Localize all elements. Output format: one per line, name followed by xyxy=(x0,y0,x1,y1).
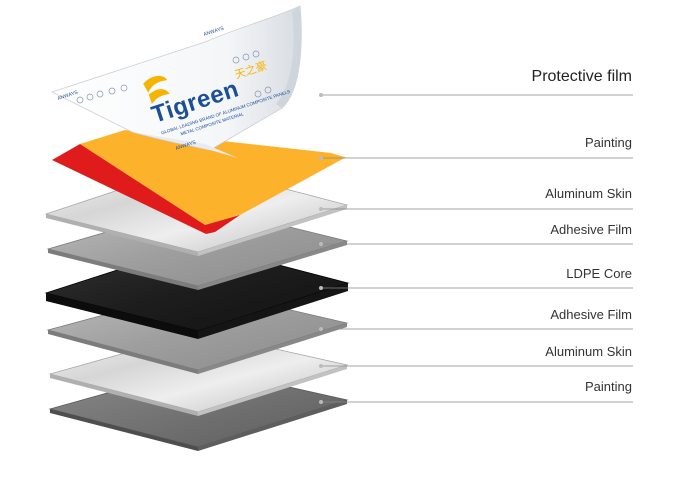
layer-label-aluminum-skin-bottom: Aluminum Skin xyxy=(545,344,632,359)
leader-lines xyxy=(323,94,633,403)
aluminum-skin-lower-edge xyxy=(50,374,198,416)
layer-label-painting-top: Painting xyxy=(585,135,632,150)
layer-label-ldpe-core: LDPE Core xyxy=(566,266,632,281)
leader-dot-painting-top xyxy=(319,156,323,160)
leader-dot-aluminum-skin-top xyxy=(319,207,323,211)
ldpe-core-edge-right xyxy=(198,283,348,339)
layer-label-adhesive-film-bottom: Adhesive Film xyxy=(550,307,632,322)
layer-label-aluminum-skin-top: Aluminum Skin xyxy=(545,186,632,201)
aluminum-skin-upper-edge-right xyxy=(198,205,347,256)
leader-dot-adhesive-film-top xyxy=(319,242,323,246)
leader-dot-ldpe-core xyxy=(319,286,323,290)
leader-dot-aluminum-skin-bottom xyxy=(319,364,323,368)
protective-film-curl-shadow xyxy=(276,6,302,108)
ldpe-core-edge xyxy=(46,293,198,339)
painting-bottom-layer-edge xyxy=(50,409,198,451)
tigreen-logo-mark-2 xyxy=(148,89,170,105)
leader-dot-adhesive-film-bottom xyxy=(319,327,323,331)
adhesive-film-lower-edge xyxy=(48,330,198,374)
adhesive-film-upper-edge-right xyxy=(198,241,347,290)
adhesive-film-lower-edge-right xyxy=(198,323,347,374)
layer-label-adhesive-film-top: Adhesive Film xyxy=(550,222,632,237)
painting-bottom-layer-edge-right xyxy=(198,400,347,451)
leader-dot-painting-bottom xyxy=(319,400,323,404)
painting-layer-orange xyxy=(80,130,350,225)
layer-label-protective-film: Protective film xyxy=(531,68,632,85)
film-certification-icons xyxy=(76,50,272,104)
tigreen-logo-mark xyxy=(143,75,168,93)
leader-dot-protective-film xyxy=(319,93,323,97)
layer-label-painting-bottom: Painting xyxy=(585,379,632,394)
aluminum-skin-lower-edge-right xyxy=(198,365,347,416)
painting-layer-red xyxy=(52,144,240,234)
adhesive-film-upper-edge xyxy=(48,249,198,290)
aluminum-skin-upper-edge xyxy=(46,214,198,256)
leader-dots xyxy=(319,93,323,404)
